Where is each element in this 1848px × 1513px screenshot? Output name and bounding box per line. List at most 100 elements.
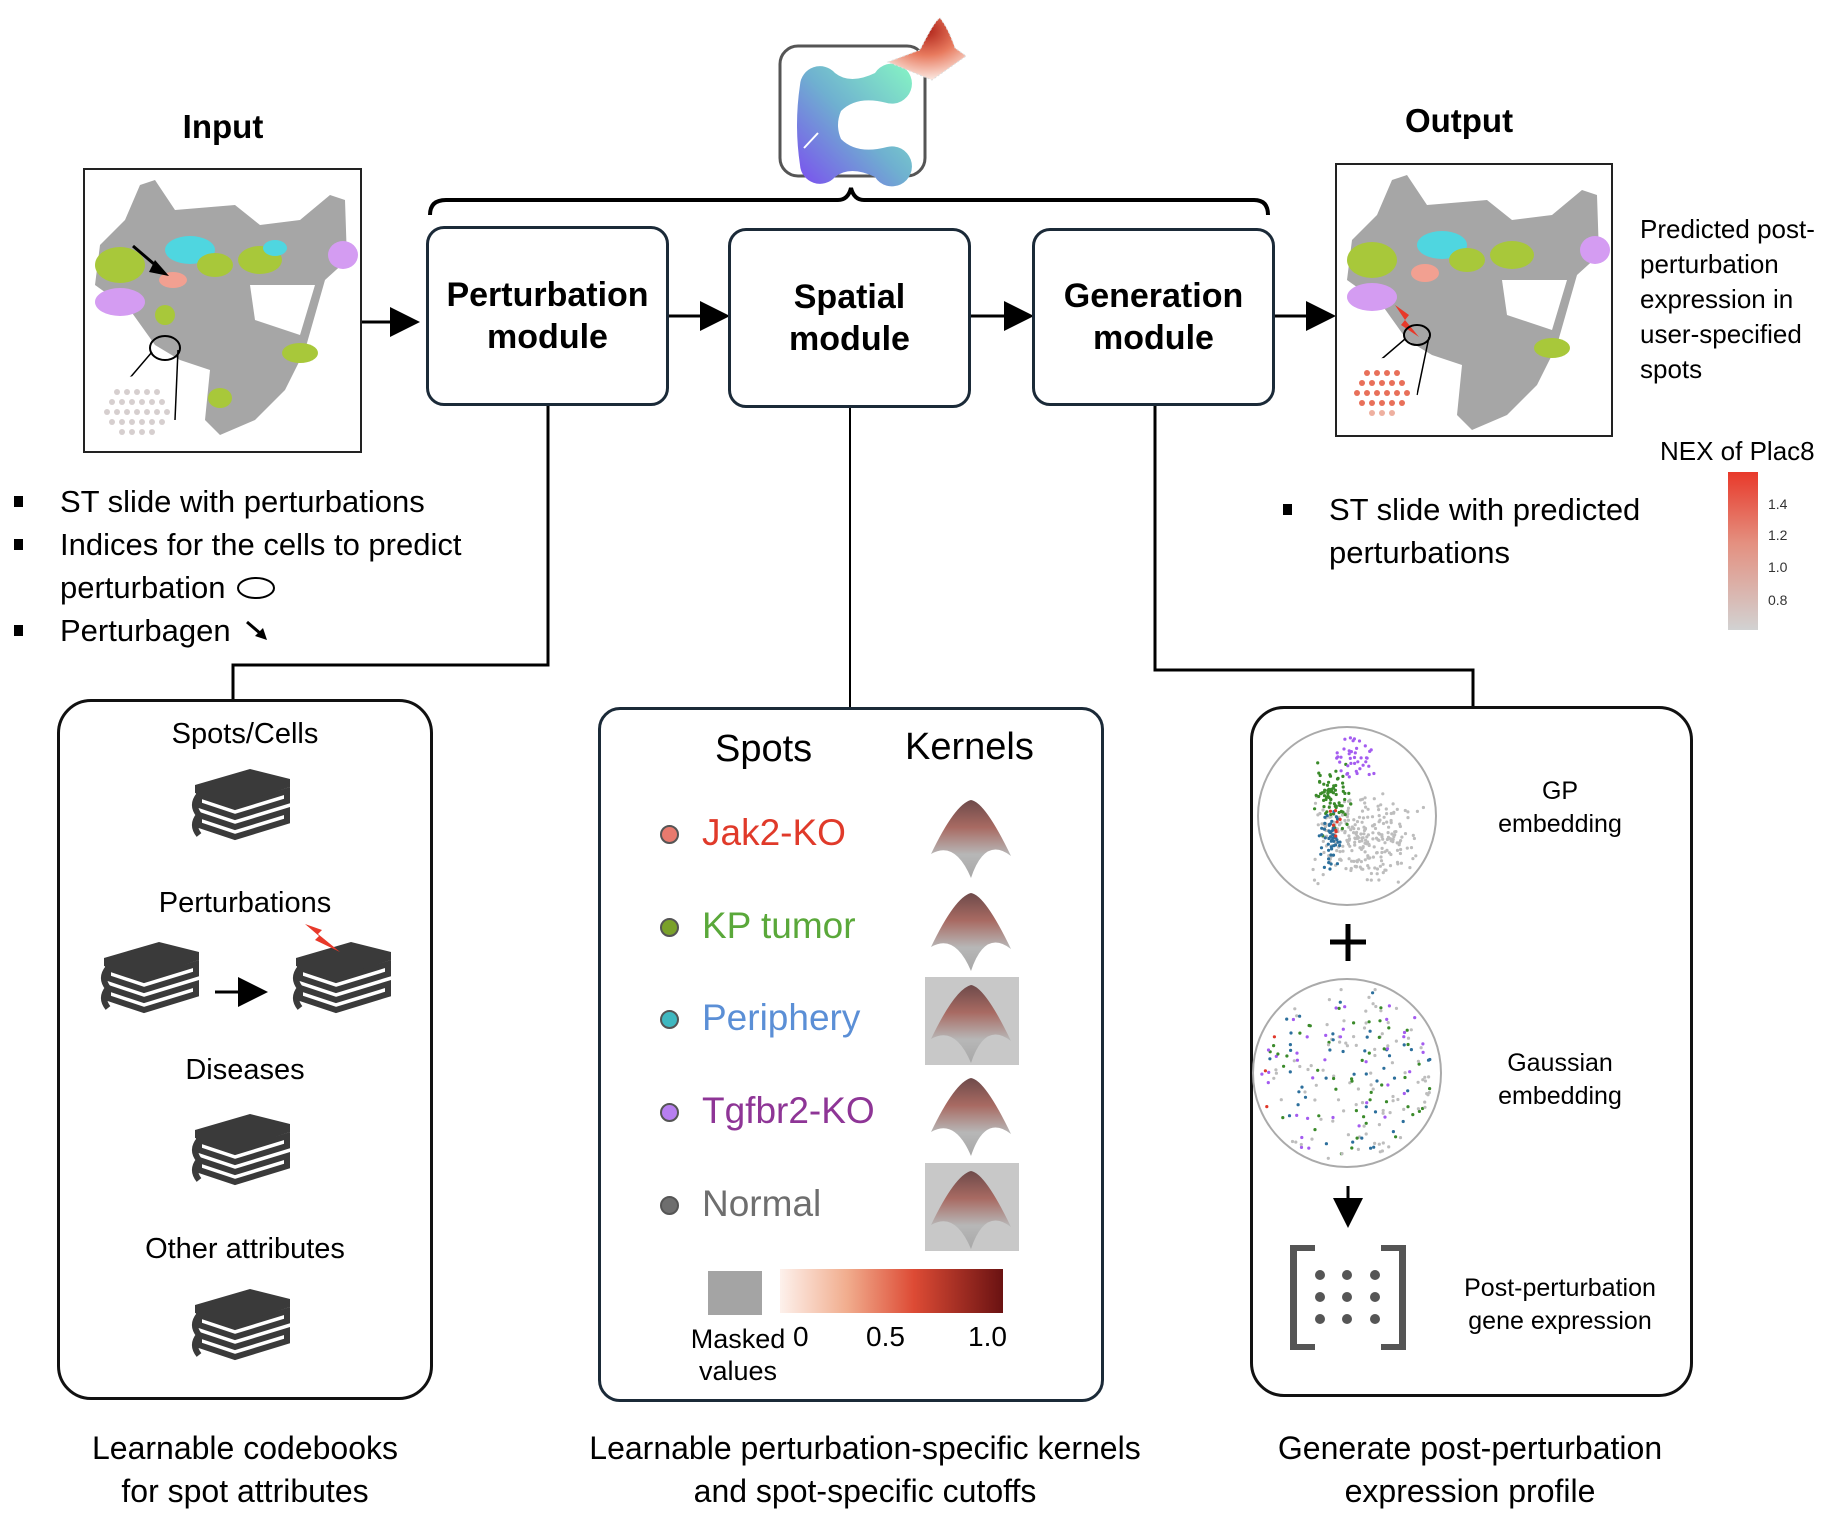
gp-embedding-point <box>1352 831 1356 835</box>
spot-type-label: Normal <box>702 1183 822 1224</box>
gaussian-embedding-point <box>1291 1017 1295 1022</box>
gp-embedding-point <box>1341 844 1345 848</box>
matrix-bracket-icon <box>1290 1245 1406 1350</box>
gaussian-embedding-point <box>1314 1083 1318 1087</box>
input-bullet: Perturbagen <box>14 609 461 652</box>
gaussian-embedding-point <box>1369 1090 1373 1094</box>
gaussian-embedding-point <box>1305 1035 1309 1039</box>
gaussian-embedding-point <box>1341 1027 1345 1031</box>
gp-embedding-point <box>1352 859 1356 864</box>
gaussian-embedding-plot <box>1252 978 1442 1168</box>
gp-embedding-point <box>1320 826 1324 830</box>
gp-embedding-point <box>1403 808 1407 813</box>
spot-type-label: KP tumor <box>702 905 856 946</box>
gaussian-embedding-point <box>1409 1028 1413 1032</box>
input-bullet-continued: perturbation <box>14 566 461 609</box>
gp-embedding-point <box>1361 845 1365 849</box>
gp-embedding-point <box>1339 769 1343 773</box>
nex-legend-title: NEX of Plac8 <box>1660 436 1815 466</box>
gaussian-embedding-point <box>1364 1060 1368 1064</box>
gaussian-embedding-point <box>1332 1076 1336 1081</box>
gp-embedding-point <box>1322 798 1326 803</box>
gaussian-embedding-point <box>1360 1058 1364 1062</box>
gp-embedding-point <box>1363 858 1367 862</box>
gaussian-embedding-point <box>1362 1124 1366 1128</box>
label-line: GP <box>1541 777 1579 805</box>
gp-embedding-point <box>1328 809 1332 813</box>
gp-embedding-point <box>1412 836 1416 841</box>
label-line: embedding <box>1498 810 1622 838</box>
gp-embedding-point <box>1348 756 1352 761</box>
gp-embedding-point <box>1330 819 1334 823</box>
gp-embedding-point <box>1316 882 1320 886</box>
output-description: Predicted post- perturbation expression … <box>1640 212 1815 387</box>
gaussian-embedding-point <box>1368 1029 1372 1033</box>
gaussian-embedding-point <box>1263 1069 1267 1073</box>
gp-embedding-point <box>1334 804 1338 808</box>
generation-module-sublabel: module <box>1093 319 1214 357</box>
gaussian-embedding-point <box>1368 1098 1372 1102</box>
gp-embedding-point <box>1367 764 1371 768</box>
gaussian-embedding-point <box>1279 1098 1283 1102</box>
codebook-label-diseases: Diseases <box>185 1054 305 1086</box>
gp-embedding-point <box>1377 820 1381 824</box>
gaussian-embedding-point <box>1352 1072 1356 1076</box>
gp-embedding-point <box>1372 845 1376 849</box>
gaussian-embedding-point <box>1391 1099 1395 1103</box>
gp-embedding-point <box>1352 827 1356 831</box>
gp-embedding-point <box>1335 838 1339 842</box>
gp-embedding-point <box>1377 814 1381 818</box>
gaussian-embedding-point <box>1382 1066 1386 1070</box>
gaussian-embedding-point <box>1337 1006 1341 1011</box>
nex-colorbar <box>1728 472 1758 630</box>
gp-embedding-point <box>1338 817 1342 822</box>
gaussian-embedding-point <box>1317 1114 1321 1118</box>
gp-embedding-point <box>1399 861 1403 865</box>
gaussian-embedding-point <box>1367 1020 1371 1024</box>
label-line: gene expression <box>1468 1307 1652 1335</box>
gp-embedding-point <box>1362 832 1366 836</box>
gp-embedding-point <box>1411 857 1415 861</box>
gp-embedding-point <box>1379 855 1383 859</box>
gp-embedding-point <box>1369 871 1373 876</box>
gaussian-embedding-point <box>1406 1042 1410 1047</box>
gp-embedding-point <box>1367 772 1371 777</box>
gaussian-embedding-point <box>1294 1140 1298 1144</box>
lightning-icon <box>305 924 340 952</box>
gaussian-embedding-point <box>1421 1050 1425 1054</box>
gaussian-embedding-point <box>1364 1105 1368 1109</box>
kernel-surface-icon <box>925 885 1019 973</box>
gaussian-embedding-point <box>1421 1042 1425 1046</box>
gp-embedding-point <box>1334 828 1338 833</box>
gaussian-embedding-point <box>1338 1040 1342 1044</box>
gp-embedding-point <box>1360 839 1364 843</box>
gp-embedding-point <box>1388 864 1393 868</box>
caption-line: Learnable perturbation-specific kernels <box>589 1430 1141 1466</box>
gaussian-embedding-point <box>1276 1052 1280 1056</box>
gp-embedding-point <box>1336 817 1340 821</box>
gaussian-embedding-point <box>1423 1100 1427 1104</box>
gp-embedding-point <box>1335 862 1339 866</box>
gaussian-embedding-point <box>1325 1023 1329 1027</box>
gp-embedding-point <box>1332 802 1336 806</box>
gp-embedding-point <box>1329 853 1333 857</box>
gaussian-embedding-point <box>1352 1035 1356 1039</box>
gaussian-embedding-point <box>1300 1085 1304 1089</box>
gp-embedding-point <box>1327 788 1331 792</box>
gp-embedding-point <box>1346 818 1350 822</box>
gp-embedding-point <box>1399 847 1403 852</box>
gaussian-embedding-point <box>1427 1075 1431 1079</box>
gp-embedding-point <box>1358 865 1362 869</box>
gaussian-embedding-point <box>1299 1142 1303 1147</box>
gaussian-embedding-point <box>1387 1145 1391 1149</box>
gaussian-embedding-point <box>1334 1006 1338 1010</box>
gaussian-embedding-point <box>1371 991 1375 995</box>
gaussian-embedding-point <box>1402 1107 1406 1111</box>
gaussian-embedding-point <box>1296 1103 1300 1107</box>
gaussian-embedding-point <box>1324 1033 1328 1037</box>
gaussian-embedding-point <box>1373 1141 1377 1145</box>
gaussian-embedding-point <box>1377 1142 1381 1146</box>
